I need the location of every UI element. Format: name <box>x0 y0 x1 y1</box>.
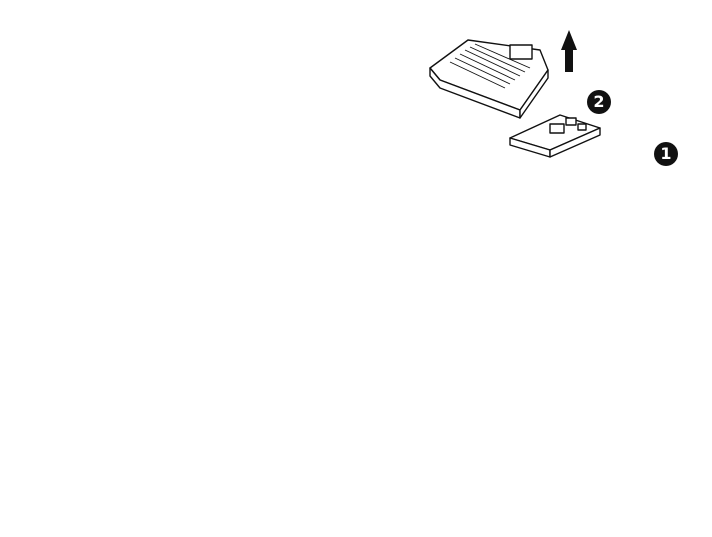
up-arrow-icon <box>561 30 577 72</box>
top-cover-part <box>429 39 549 119</box>
step-marker-1: 1 <box>654 142 678 166</box>
decoder-board-2 <box>509 114 601 158</box>
step-marker-2: 2 <box>587 90 611 114</box>
